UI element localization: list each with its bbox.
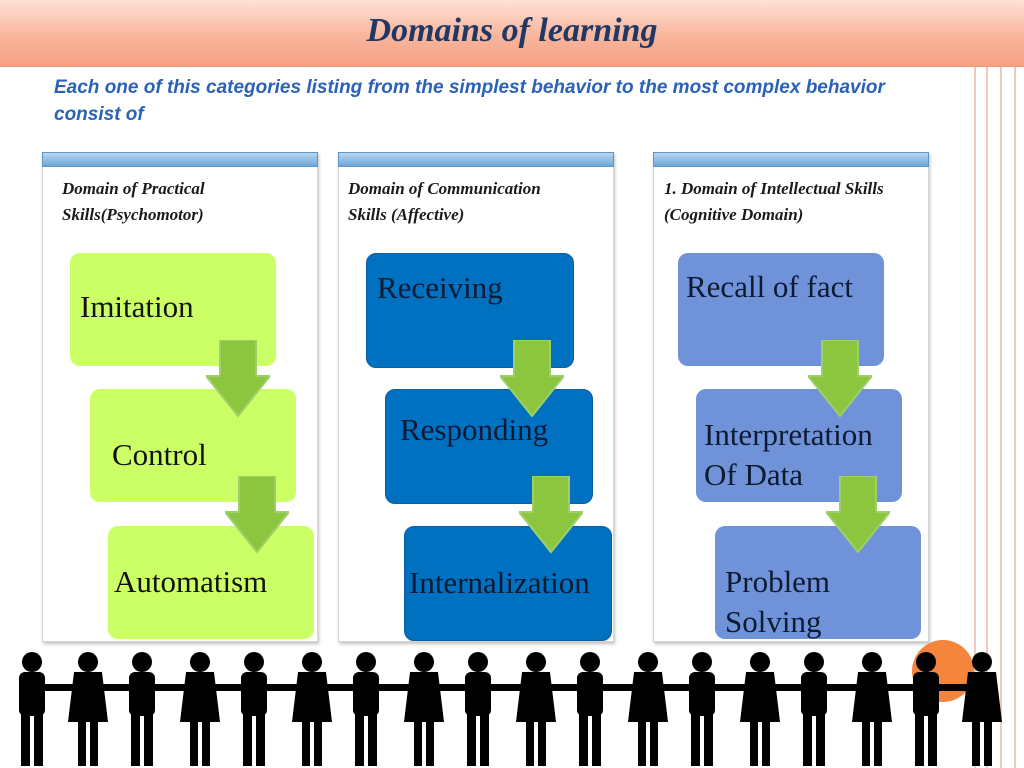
person-silhouette [448,652,508,766]
down-arrow-icon [808,340,872,418]
step-label: Interpretation Of Data [704,417,873,492]
person-silhouette [224,652,284,766]
down-arrow-icon [519,476,583,554]
step-label: Problem Solving [725,564,831,639]
down-arrow-icon [500,340,564,418]
step-label: Imitation [80,289,194,324]
down-arrow-icon [826,476,890,554]
step-box: Problem Solving [715,526,921,639]
person-silhouette [19,652,65,766]
down-arrow-icon [206,340,270,418]
person-silhouette [394,652,450,766]
person-silhouette [170,652,226,766]
person-silhouette [618,652,674,766]
step-box: Receiving [366,253,574,368]
person-silhouette [506,652,562,766]
slide-subtitle: Each one of this categories listing from… [54,77,885,125]
panel-header-bar [338,152,614,167]
person-silhouette [114,652,172,766]
step-box: Automatism [108,526,314,639]
person-silhouette [336,652,396,766]
panel-label-cognitive: 1. Domain of Intellectual Skills (Cognit… [664,179,884,224]
person-silhouette [896,652,956,766]
down-arrow-icon [225,476,289,554]
person-silhouette [560,652,620,766]
step-label: Internalization [409,565,590,600]
person-silhouette [282,652,338,766]
step-label: Control [112,437,207,472]
decorative-stripes [964,0,1024,768]
person-silhouette [954,652,1002,766]
panel-label-affective: Domain of Communication Skills (Affectiv… [348,179,541,224]
person-silhouette [62,652,116,766]
step-label: Responding [400,412,549,447]
person-silhouette [842,652,898,766]
handshake-silhouettes-illustration [19,652,1002,766]
panel-header-bar [42,152,318,167]
title-bar: Domains of learning [0,0,1024,67]
person-silhouette [730,652,786,766]
person-silhouette [672,652,732,766]
panel-header-bar [653,152,929,167]
step-label: Recall of fact [686,269,853,304]
panel-label-psychomotor: Domain of Practical Skills(Psychomotor) [62,179,205,224]
slide-title: Domains of learning [366,12,658,49]
step-label: Automatism [114,564,268,599]
person-silhouette [784,652,844,766]
step-label: Receiving [377,270,503,305]
step-box: Internalization [404,526,612,641]
